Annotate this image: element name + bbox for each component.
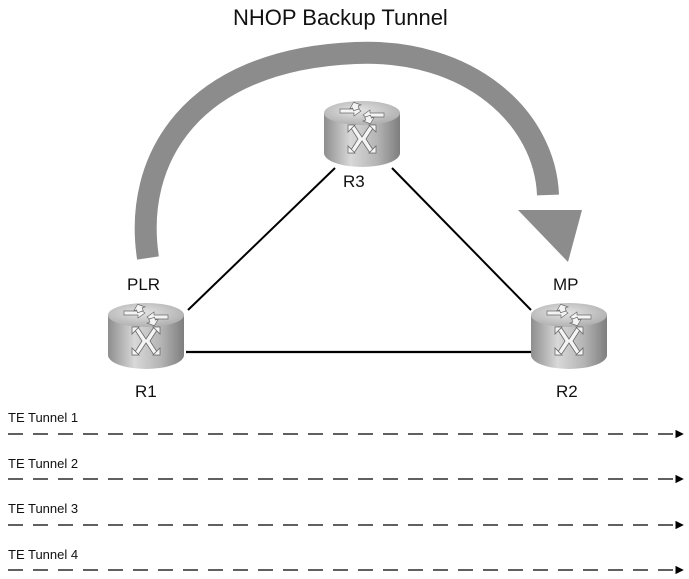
router-r3[interactable]: [323, 99, 401, 168]
router-r2-label: R2: [556, 382, 578, 401]
tunnel-label-2: TE Tunnel 2: [8, 456, 79, 471]
router-r1-label: R1: [135, 382, 157, 401]
router-r2[interactable]: [530, 301, 608, 370]
router-r1[interactable]: [107, 301, 185, 370]
tunnel-label-1: TE Tunnel 1: [8, 410, 79, 425]
tunnel-label-4: TE Tunnel 4: [8, 547, 79, 562]
router-icon: [107, 301, 185, 370]
backup-tunnel-arrow: [134, 41, 582, 262]
mp-label: MP: [553, 275, 579, 294]
link-r3-r2: [391, 167, 532, 311]
link-r1-r3: [187, 167, 336, 311]
backup-arrowhead: [518, 210, 582, 262]
diagram-title: NHOP Backup Tunnel: [233, 5, 448, 30]
tunnel-label-3: TE Tunnel 3: [8, 501, 79, 516]
links: [186, 167, 532, 354]
router-r3-label: R3: [343, 172, 365, 191]
plr-label: PLR: [127, 275, 161, 294]
router-icon: [323, 99, 401, 168]
backup-arc: [134, 41, 559, 260]
tunnel-lines: [8, 429, 684, 575]
router-icon: [530, 301, 608, 370]
